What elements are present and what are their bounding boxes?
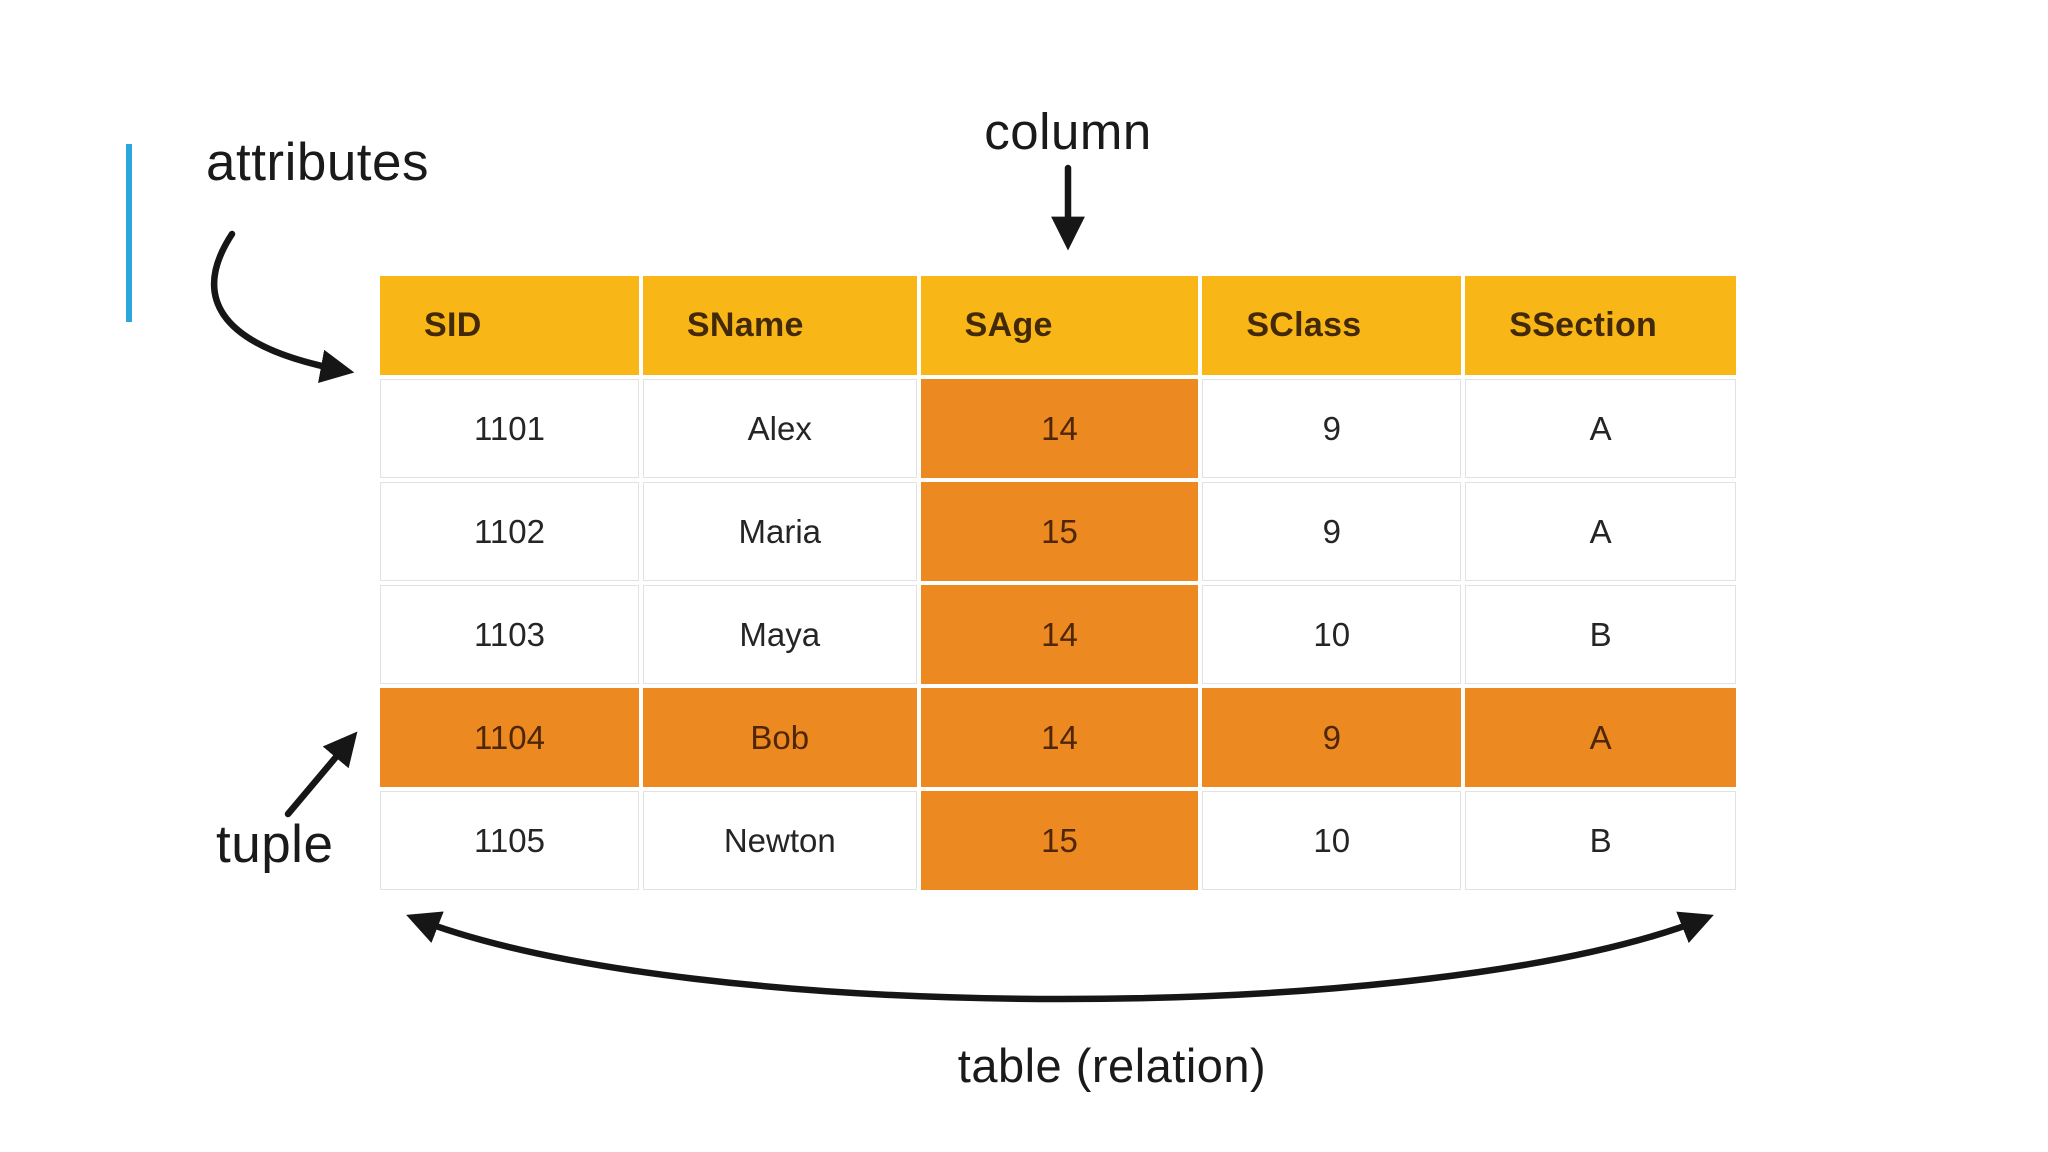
table-cell: 14 [920,379,1199,478]
accent-line [126,144,132,322]
table-cell: 9 [1202,379,1462,478]
table-cell: 1102 [380,482,639,581]
column-header-sid: SID [380,276,639,375]
table-cell: 1104 [380,688,639,787]
table-cell: A [1465,688,1736,787]
table-cell: Bob [642,688,917,787]
table-cell: 1101 [380,379,639,478]
table-cell: Maria [642,482,917,581]
table-cell: Alex [642,379,917,478]
table-cell: 1103 [380,585,639,684]
attributes-label: attributes [206,133,430,192]
table-cell: 10 [1202,585,1462,684]
column-header-sname: SName [642,276,917,375]
column-header-sclass: SClass [1202,276,1462,375]
tuple-label: tuple [216,815,334,874]
table-cell: 14 [920,585,1199,684]
table-span-arrow-icon [406,911,1714,1003]
table-cell: 9 [1202,688,1462,787]
table-cell: 15 [920,482,1199,581]
table-cell: Maya [642,585,917,684]
table-cell: 1105 [380,791,639,890]
table-cell: A [1465,482,1736,581]
attributes-arrow-icon [210,230,355,384]
table-cell: 10 [1202,791,1462,890]
table-cell: 15 [920,791,1199,890]
table-cell: A [1465,379,1736,478]
table-cell: B [1465,585,1736,684]
column-header-ssection: SSection [1465,276,1736,375]
table-cell: B [1465,791,1736,890]
table-cell: Newton [642,791,917,890]
column-header-sage: SAge [920,276,1199,375]
table-cell: 9 [1202,482,1462,581]
table-relation-label: table (relation) [957,1039,1267,1092]
column-label: column [984,103,1152,160]
table-cell: 14 [920,688,1199,787]
tuple-arrow-icon [284,731,358,818]
